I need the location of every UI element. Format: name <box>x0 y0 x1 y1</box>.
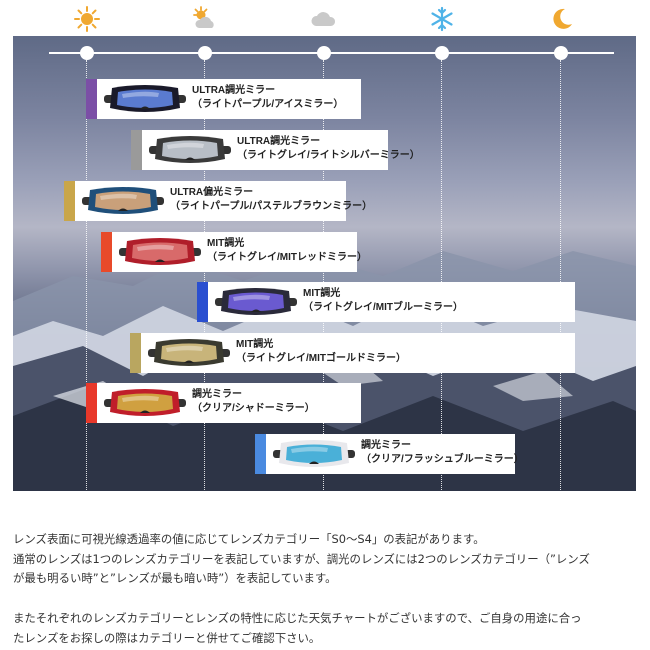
lens-label: ULTRA偏光ミラー （ライトパープル/パステルブラウンミラー） <box>170 186 372 214</box>
lens-color: （ライトグレイ/MITレッドミラー） <box>207 252 367 263</box>
goggle-image <box>148 339 230 366</box>
description-line: たレンズをお探しの際はカテゴリーと併せてご確認下さい。 <box>13 630 321 645</box>
lens-name: 調光ミラー <box>192 389 242 400</box>
weather-icon-row <box>0 0 650 36</box>
lens-name: ULTRA調光ミラー <box>192 85 276 96</box>
lens-name: MIT調光 <box>207 238 245 249</box>
lens-color: （クリア/フラッシュブルーミラー） <box>361 454 524 465</box>
moon-icon <box>553 8 572 29</box>
lens-name: ULTRA偏光ミラー <box>170 187 254 198</box>
lens-name: MIT調光 <box>303 288 341 299</box>
lens-color-stripe <box>255 434 266 474</box>
guide-line <box>86 60 87 490</box>
lens-name: MIT調光 <box>236 339 274 350</box>
guide-line <box>560 60 561 490</box>
description-line: またそれぞれのレンズカテゴリーとレンズの特性に応じた天気チャートがございますので… <box>13 611 582 625</box>
goggle-image <box>104 85 186 112</box>
lens-label: ULTRA調光ミラー （ライトグレイ/ライトシルバーミラー） <box>237 135 420 163</box>
lens-row: ULTRA偏光ミラー （ライトパープル/パステルブラウンミラー） <box>64 181 372 221</box>
timeline-node <box>80 46 94 60</box>
lens-row: MIT調光 （ライトグレイ/MITブルーミラー） <box>197 282 575 322</box>
cloud-icon <box>311 12 336 26</box>
description-paragraph-2: またそれぞれのレンズカテゴリーとレンズの特性に応じた天気チャートがございますので… <box>13 609 637 648</box>
lens-color-stripe <box>86 383 97 423</box>
lens-row: MIT調光 （ライトグレイ/MITゴールドミラー） <box>130 333 575 373</box>
description-line: 通常のレンズは1つのレンズカテゴリーを表記していますが、調光のレンズには2つのレ… <box>13 551 590 566</box>
lens-row: ULTRA調光ミラー （ライトグレイ/ライトシルバーミラー） <box>131 130 420 170</box>
lens-row: 調光ミラー （クリア/フラッシュブルーミラー） <box>255 434 524 474</box>
guide-line <box>441 60 442 490</box>
lens-color-stripe <box>131 130 142 170</box>
description-paragraph-1: レンズ表面に可視光線透過率の値に応じてレンズカテゴリー「S0〜S4」の表記があり… <box>13 530 637 589</box>
lens-label: MIT調光 （ライトグレイ/MITレッドミラー） <box>207 237 367 265</box>
snowflake-icon <box>431 6 453 32</box>
lens-name: 調光ミラー <box>361 440 411 451</box>
guide-line <box>204 60 205 490</box>
lens-label: 調光ミラー （クリア/シャドーミラー） <box>192 388 315 416</box>
lens-label: ULTRA調光ミラー （ライトパープル/アイスミラー） <box>192 84 343 112</box>
goggle-image <box>149 136 231 163</box>
sun-cloud-icon <box>193 6 214 28</box>
lens-label: 調光ミラー （クリア/フラッシュブルーミラー） <box>361 439 524 467</box>
lens-color: （ライトパープル/アイスミラー） <box>192 99 344 110</box>
goggle-image <box>104 389 186 416</box>
lens-row: 調光ミラー （クリア/シャドーミラー） <box>86 383 361 423</box>
lens-label: MIT調光 （ライトグレイ/MITブルーミラー） <box>303 287 463 315</box>
lens-color-stripe <box>130 333 141 373</box>
lens-name: ULTRA調光ミラー <box>237 136 321 147</box>
goggle-image <box>215 288 297 315</box>
lens-color-stripe <box>86 79 97 119</box>
weather-timeline <box>49 52 614 54</box>
timeline-node <box>554 46 568 60</box>
lens-row: ULTRA調光ミラー （ライトパープル/アイスミラー） <box>86 79 361 119</box>
lens-color: （ライトパープル/パステルブラウンミラー） <box>170 201 373 212</box>
lens-color-stripe <box>197 282 208 322</box>
lens-row: MIT調光 （ライトグレイ/MITレッドミラー） <box>101 232 367 272</box>
sun-icon <box>74 6 100 32</box>
description-line: レンズ表面に可視光線透過率の値に応じてレンズカテゴリー「S0〜S4」の表記があり… <box>13 532 485 546</box>
goggle-image <box>273 440 355 467</box>
lens-color: （ライトグレイ/ライトシルバーミラー） <box>237 150 420 161</box>
weather-chart-panel: ULTRA調光ミラー （ライトパープル/アイスミラー） ULTRA調光ミラー （… <box>13 36 636 491</box>
lens-color: （ライトグレイ/MITゴールドミラー） <box>236 353 406 364</box>
timeline-node <box>198 46 212 60</box>
lens-color: （ライトグレイ/MITブルーミラー） <box>303 302 463 313</box>
goggle-image <box>119 238 201 265</box>
lens-color-stripe <box>101 232 112 272</box>
lens-label: MIT調光 （ライトグレイ/MITゴールドミラー） <box>236 338 406 366</box>
lens-color-stripe <box>64 181 75 221</box>
goggle-image <box>82 187 164 214</box>
lens-color: （クリア/シャドーミラー） <box>192 403 315 414</box>
timeline-node <box>317 46 331 60</box>
description-line: が最も明るい時”と”レンズが最も暗い時”）を表記しています。 <box>13 571 337 585</box>
guide-line <box>323 60 324 490</box>
timeline-node <box>435 46 449 60</box>
